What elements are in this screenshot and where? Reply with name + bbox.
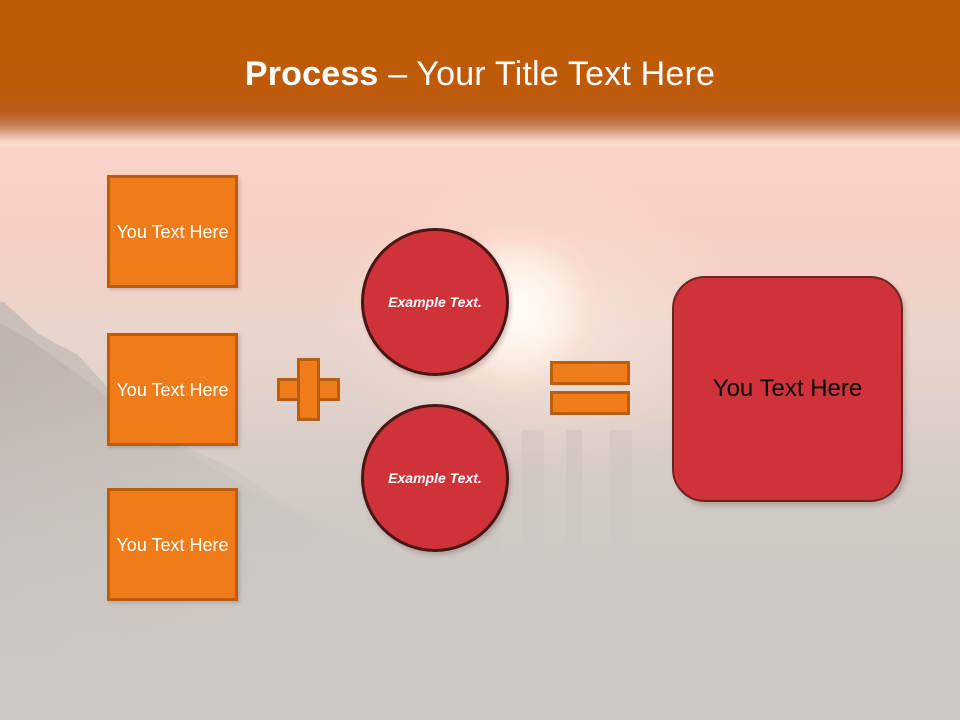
page-title-rest: – Your Title Text Here (378, 55, 716, 93)
input-box-3-label: You Text Here (116, 534, 229, 555)
example-circle-2-label: Example Text. (388, 469, 482, 486)
input-box-2[interactable]: You Text Here (107, 333, 238, 446)
plus-icon (277, 358, 340, 421)
example-circle-1[interactable]: Example Text. (361, 228, 509, 376)
equals-icon-top-bar (550, 361, 630, 385)
input-box-1-label: You Text Here (116, 221, 229, 242)
equals-icon (550, 361, 630, 416)
result-box-label: You Text Here (712, 375, 863, 402)
page-title-bold: Process (244, 55, 379, 93)
header-band (0, 0, 960, 146)
example-circle-1-label: Example Text. (388, 293, 482, 310)
equals-icon-bottom-bar (550, 391, 630, 415)
example-circle-2[interactable]: Example Text. (361, 404, 509, 552)
plus-icon-center-fill (300, 381, 317, 398)
input-box-1[interactable]: You Text Here (107, 175, 238, 288)
input-box-2-label: You Text Here (116, 379, 229, 400)
input-box-3[interactable]: You Text Here (107, 488, 238, 601)
result-box[interactable]: You Text Here (672, 276, 903, 502)
page-title: Process – Your Title Text Here (0, 52, 960, 96)
